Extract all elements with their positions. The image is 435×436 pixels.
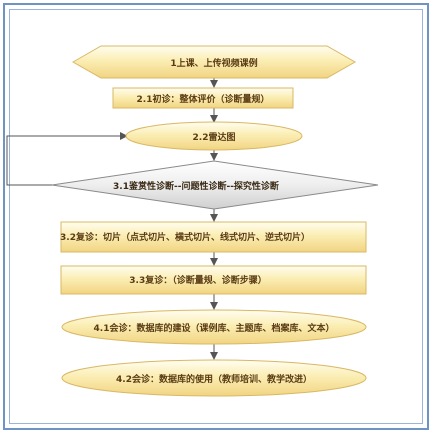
- node-diagnosis-types: 3.1鉴赏性诊断--问题性诊断--探究性诊断: [51, 160, 379, 210]
- node-first-diagnosis-label: 2.1初诊：整体评价（诊断量规）: [137, 93, 270, 105]
- frame-inner-border: [9, 9, 423, 424]
- node-re-diagnosis-rubric-label: 3.3复诊：（诊断量规、诊断步骤）: [129, 274, 266, 286]
- node-diagnosis-types-label: 3.1鉴赏性诊断--问题性诊断--探究性诊断: [113, 180, 279, 192]
- node-database-build-label: 4.1会诊：数据库的建设（课例库、主题库、档案库、文本）: [94, 322, 335, 334]
- feedback-loop-arrow: [6, 132, 128, 186]
- node-re-diagnosis-slices: 3.2复诊：切片（点式切片、横式切片、线式切片、逆式切片）: [60, 221, 367, 253]
- node-upload-lesson-label: 1上课、上传视频课例: [170, 57, 257, 69]
- node-upload-lesson: 1上课、上传视频课例: [71, 45, 357, 79]
- node-database-use-label: 4.2会诊：数据库的使用（教师培训、教学改进）: [116, 373, 312, 385]
- node-re-diagnosis-rubric: 3.3复诊：（诊断量规、诊断步骤）: [60, 265, 367, 295]
- node-database-build: 4.1会诊：数据库的建设（课例库、主题库、档案库、文本）: [61, 309, 367, 345]
- connectors: [6, 78, 218, 360]
- node-first-diagnosis: 2.1初诊：整体评价（诊断量规）: [112, 87, 294, 109]
- node-radar-chart: 2.2雷达图: [125, 121, 303, 151]
- node-database-use: 4.2会诊：数据库的使用（教师培训、教学改进）: [61, 359, 367, 397]
- node-radar-chart-label: 2.2雷达图: [193, 131, 236, 143]
- node-re-diagnosis-slices-label: 3.2复诊：切片（点式切片、横式切片、线式切片、逆式切片）: [60, 231, 310, 243]
